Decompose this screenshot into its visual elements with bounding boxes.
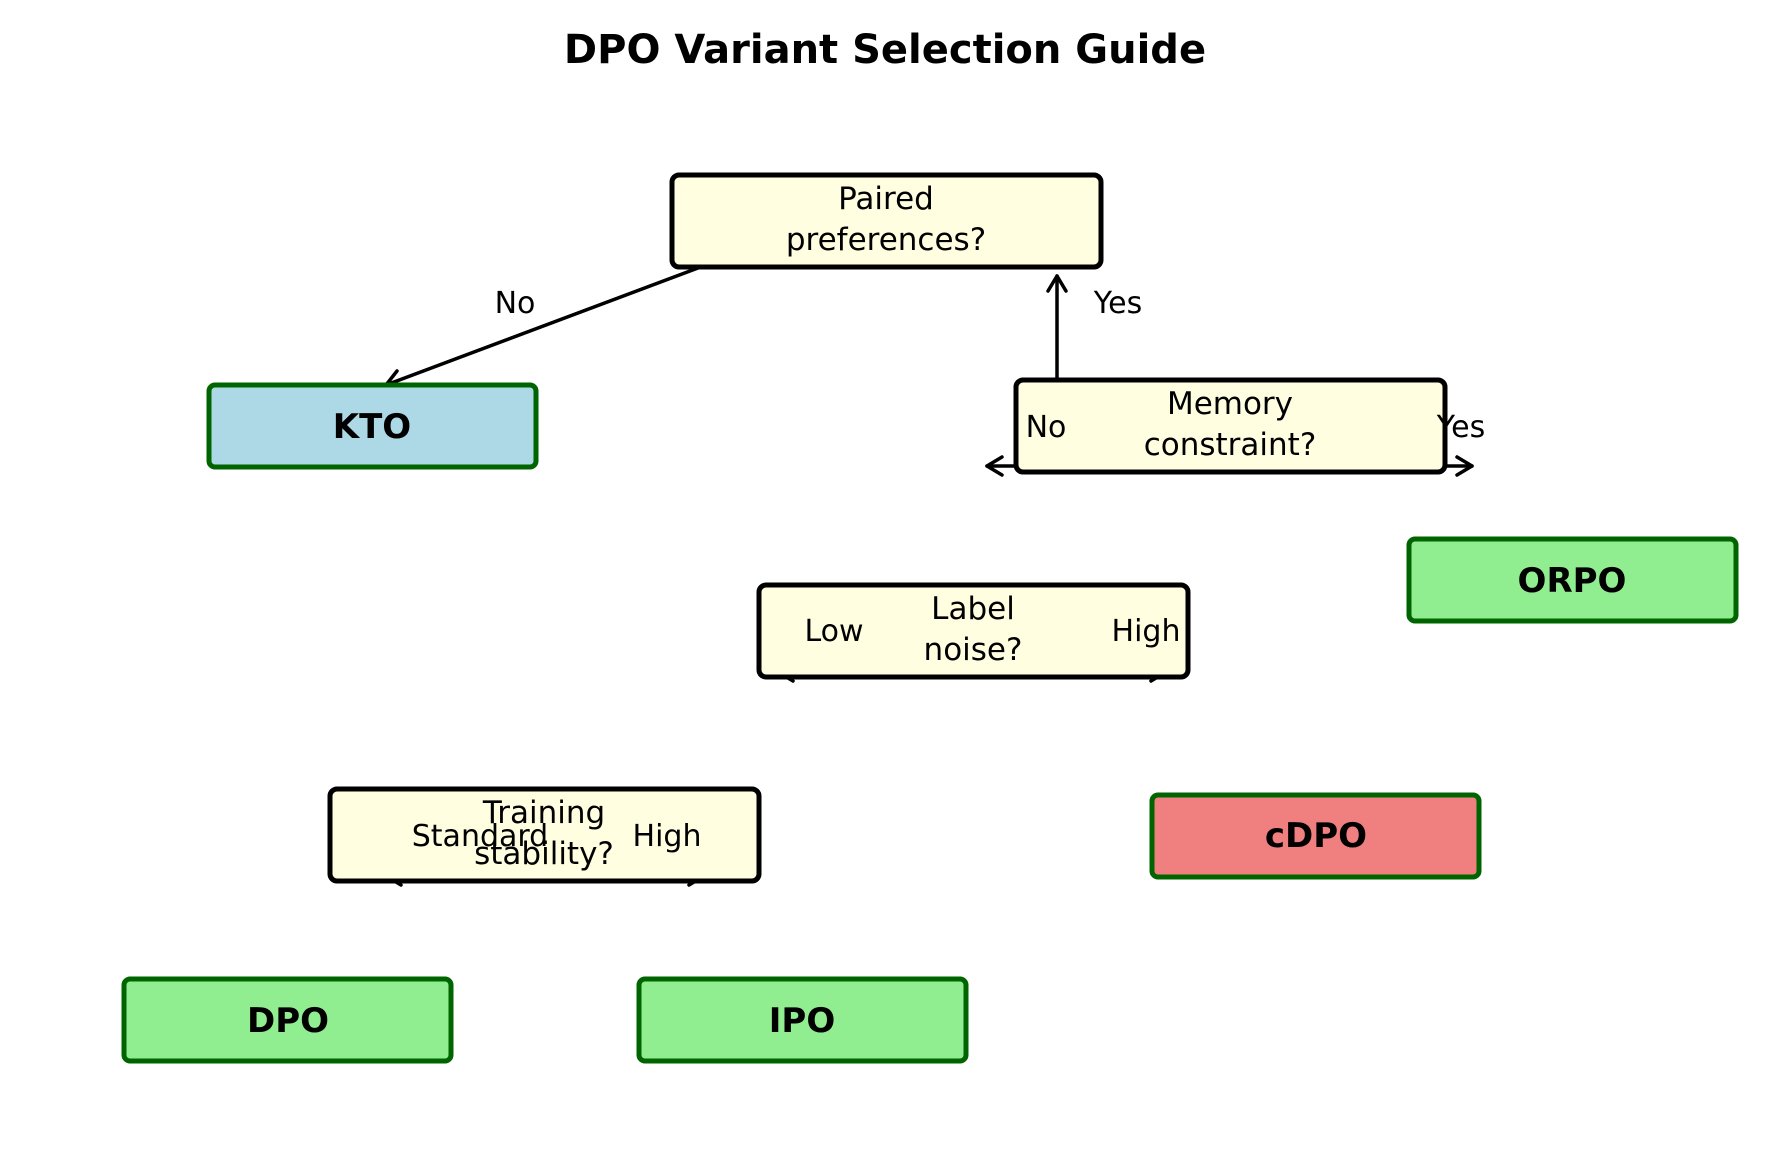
leaf-node-kto: KTO — [206, 382, 539, 470]
edge-label-stability-standard: Standard — [412, 819, 548, 854]
edge-label-memory-no: No — [1026, 410, 1067, 445]
decision-node-paired-preferences: Paired preferences? — [669, 172, 1104, 270]
leaf-label-orpo: ORPO — [1518, 561, 1627, 601]
edge-label-noise-high: High — [1112, 614, 1181, 649]
leaf-node-orpo: ORPO — [1406, 536, 1739, 624]
decision-label-line: Memory — [1167, 386, 1293, 422]
leaf-label-ipo: IPO — [769, 1001, 835, 1041]
decision-label-line: constraint? — [1144, 427, 1317, 463]
leaf-node-ipo: IPO — [636, 976, 969, 1064]
decision-label-line: Training — [482, 795, 605, 831]
edge-label-paired-no: No — [495, 286, 536, 321]
decision-label-line: Paired — [838, 181, 934, 217]
decision-label-line: noise? — [924, 632, 1023, 668]
diagram-title: DPO Variant Selection Guide — [564, 27, 1206, 73]
edge-label-noise-low: Low — [804, 614, 863, 649]
decision-label-line: stability? — [474, 836, 614, 872]
edge-label-memory-yes: Yes — [1436, 410, 1485, 445]
edge-paired-to-kto — [384, 263, 708, 390]
decision-label-line: preferences? — [786, 222, 986, 258]
edge-label-stability-high: High — [633, 819, 702, 854]
decision-node-training-stability: Training stability? — [327, 786, 762, 884]
leaf-label-dpo: DPO — [247, 1001, 329, 1041]
decision-node-memory-constraint: Memory constraint? — [1013, 377, 1448, 475]
decision-node-label-noise: Label noise? — [756, 582, 1191, 680]
leaf-node-cdpo: cDPO — [1149, 792, 1482, 880]
leaf-node-dpo: DPO — [121, 976, 454, 1064]
edge-label-paired-yes: Yes — [1093, 286, 1142, 321]
edge-memory-to-paired — [1046, 274, 1068, 380]
decision-label-line: Label — [931, 591, 1015, 627]
leaf-label-cdpo: cDPO — [1265, 816, 1367, 856]
leaf-label-kto: KTO — [333, 407, 411, 447]
